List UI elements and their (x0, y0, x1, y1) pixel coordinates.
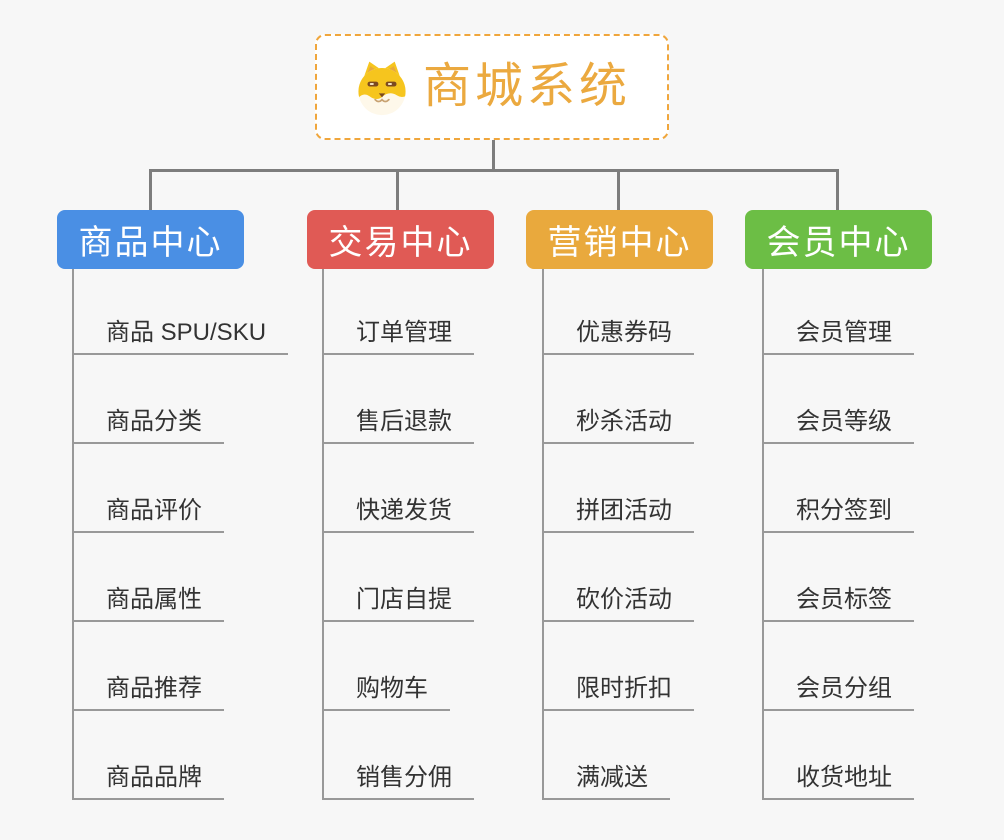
leaf-group-buy[interactable]: 拼团活动 (542, 491, 694, 533)
leaf-product-attribute[interactable]: 商品属性 (72, 580, 224, 622)
leaf-express-delivery[interactable]: 快递发货 (322, 491, 474, 533)
trunk-line-marketing (542, 269, 544, 800)
leaf-shipping-address[interactable]: 收货地址 (762, 758, 914, 800)
leaf-member-tag[interactable]: 会员标签 (762, 580, 914, 622)
leaf-member-management[interactable]: 会员管理 (762, 313, 914, 355)
trunk-line-member (762, 269, 764, 800)
leaf-order-management[interactable]: 订单管理 (322, 313, 474, 355)
root-node[interactable]: 商城系统 (315, 34, 669, 140)
leaf-coupon-code[interactable]: 优惠券码 (542, 313, 694, 355)
trunk-line-product (72, 269, 74, 800)
leaf-store-pickup[interactable]: 门店自提 (322, 580, 474, 622)
leaf-shopping-cart[interactable]: 购物车 (322, 669, 450, 711)
dog-face-icon (358, 61, 406, 116)
connector-drop-marketing (617, 169, 620, 210)
connector-root-stub (492, 139, 495, 172)
connector-drop-member (836, 169, 839, 210)
leaf-product-brand[interactable]: 商品品牌 (72, 758, 224, 800)
leaf-product-review[interactable]: 商品评价 (72, 491, 224, 533)
leaf-full-reduction[interactable]: 满减送 (542, 758, 670, 800)
leaf-aftersale-refund[interactable]: 售后退款 (322, 402, 474, 444)
leaf-sales-commission[interactable]: 销售分佣 (322, 758, 474, 800)
leaf-product-recommend[interactable]: 商品推荐 (72, 669, 224, 711)
branch-node-product-center[interactable]: 商品中心 (57, 210, 244, 269)
leaf-points-checkin[interactable]: 积分签到 (762, 491, 914, 533)
connector-horizontal-bar (149, 169, 839, 172)
leaf-member-level[interactable]: 会员等级 (762, 402, 914, 444)
leaf-product-spu-sku[interactable]: 商品 SPU/SKU (72, 313, 289, 355)
branch-node-member-center[interactable]: 会员中心 (745, 210, 932, 269)
connector-drop-trade (396, 169, 399, 210)
leaf-flash-sale[interactable]: 秒杀活动 (542, 402, 694, 444)
leaf-limited-time-discount[interactable]: 限时折扣 (542, 669, 694, 711)
leaf-bargain-activity[interactable]: 砍价活动 (542, 580, 694, 622)
leaf-member-group[interactable]: 会员分组 (762, 669, 914, 711)
root-title: 商城系统 (422, 60, 631, 113)
branch-node-marketing-center[interactable]: 营销中心 (526, 210, 713, 269)
branch-node-trade-center[interactable]: 交易中心 (307, 210, 494, 269)
trunk-line-trade (322, 269, 324, 800)
connector-drop-product (149, 169, 152, 210)
leaf-product-category[interactable]: 商品分类 (72, 402, 224, 444)
